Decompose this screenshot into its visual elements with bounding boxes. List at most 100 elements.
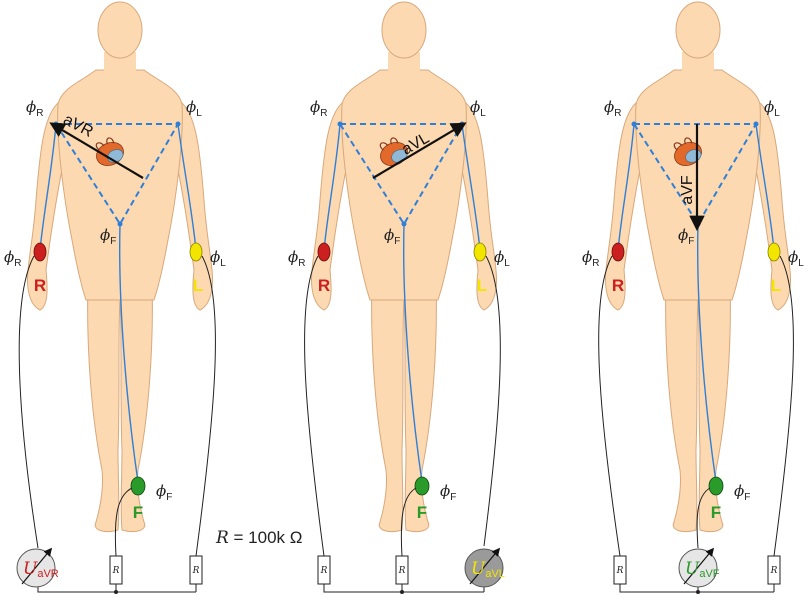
lead-vector-arrow bbox=[49, 122, 144, 179]
left-leg bbox=[665, 279, 699, 533]
phi-l-shoulder: ϕL bbox=[470, 98, 486, 119]
triangle-node bbox=[117, 221, 123, 227]
phi-f-chest: ϕF bbox=[384, 226, 400, 247]
electrode-l-label: L bbox=[193, 276, 203, 295]
right-leg bbox=[119, 279, 153, 533]
electrode-f-label: F bbox=[133, 503, 143, 522]
resistor: R bbox=[189, 555, 203, 585]
left-arm bbox=[177, 99, 213, 311]
electrode-r bbox=[317, 242, 331, 262]
lead-wire-left-arm bbox=[461, 123, 481, 251]
circuit-wire bbox=[598, 255, 621, 557]
lead-wire-right-arm bbox=[323, 123, 341, 251]
lead-wire-left-arm bbox=[755, 123, 775, 251]
resistor: R bbox=[767, 555, 781, 585]
torso bbox=[57, 69, 183, 301]
left-leg bbox=[87, 279, 121, 533]
resistance-note: R = 100k Ω bbox=[215, 528, 302, 548]
lead-wire-right-arm bbox=[617, 123, 635, 251]
triangle-node bbox=[175, 121, 181, 127]
phi-f-foot: ϕF bbox=[156, 482, 172, 503]
resistor-label: R bbox=[770, 566, 778, 576]
phi-r-shoulder: ϕR bbox=[310, 98, 327, 119]
left-arm bbox=[755, 99, 791, 311]
circuit-wire bbox=[114, 487, 133, 557]
circuit-wire bbox=[483, 255, 501, 547]
junction-dot bbox=[696, 590, 700, 594]
phi-f-foot: ϕF bbox=[734, 482, 750, 503]
electrode-f bbox=[414, 476, 430, 496]
electrode-r-label: R bbox=[34, 276, 46, 295]
phi-l-shoulder: ϕL bbox=[764, 98, 780, 119]
junction-dot bbox=[114, 590, 118, 594]
electrode-f bbox=[130, 476, 146, 496]
voltmeter-needle-icon bbox=[21, 547, 53, 585]
circuit-wire bbox=[619, 584, 774, 593]
circuit-wire bbox=[323, 584, 484, 593]
circuit-wire bbox=[400, 487, 417, 557]
electrode-l bbox=[473, 242, 487, 262]
resistor: R bbox=[395, 555, 409, 585]
voltmeter-avl: UaVL bbox=[464, 547, 505, 588]
neck bbox=[388, 52, 420, 74]
triangle-node bbox=[337, 121, 343, 127]
torso bbox=[341, 69, 467, 301]
electrode-l-label: L bbox=[771, 276, 781, 295]
resistor-label: R bbox=[616, 566, 624, 576]
circuit-wire bbox=[696, 487, 711, 549]
resistor-label: R bbox=[398, 566, 406, 576]
einthoven-triangle bbox=[338, 123, 464, 226]
phi-r-shoulder: ϕR bbox=[604, 98, 621, 119]
voltmeter-avf: UaVF bbox=[678, 547, 720, 588]
electrode-r bbox=[33, 242, 47, 262]
triangle-node bbox=[631, 121, 637, 127]
resistor: R bbox=[109, 555, 123, 585]
voltmeter-label: UaVL bbox=[471, 559, 505, 580]
phi-f-chest: ϕF bbox=[100, 226, 116, 247]
head bbox=[675, 1, 721, 59]
einthoven-triangle bbox=[54, 123, 180, 226]
phi-r-wrist: ϕR bbox=[582, 248, 599, 269]
phi-f-foot: ϕF bbox=[440, 482, 456, 503]
electrode-l bbox=[189, 242, 203, 262]
lead-wire-right-arm bbox=[39, 123, 57, 251]
panel-avf: aVF ϕR ϕL ϕF ϕR ϕL ϕF R L F R R UaVF bbox=[582, 1, 804, 594]
lead-vector-arrow bbox=[372, 122, 467, 179]
neck bbox=[682, 52, 714, 74]
electrode-r-label: R bbox=[612, 276, 624, 295]
phi-r-wrist: ϕR bbox=[4, 248, 21, 269]
phi-r-shoulder: ϕR bbox=[26, 98, 43, 119]
circuit-wire bbox=[37, 586, 196, 593]
einthoven-triangle bbox=[632, 123, 758, 226]
triangle-node bbox=[401, 221, 407, 227]
junction-dot bbox=[400, 590, 404, 594]
voltmeter-needle-icon bbox=[683, 547, 715, 585]
phi-f-chest: ϕF bbox=[678, 226, 694, 247]
circuit-wire bbox=[18, 255, 39, 549]
head bbox=[381, 1, 427, 59]
neck bbox=[104, 52, 136, 74]
electrode-f bbox=[708, 476, 724, 496]
resistor: R bbox=[613, 555, 627, 585]
left-leg bbox=[371, 279, 405, 533]
voltmeter-needle-icon bbox=[469, 547, 501, 585]
phi-l-wrist: ϕL bbox=[210, 248, 226, 269]
phi-l-wrist: ϕL bbox=[494, 248, 510, 269]
electrode-r bbox=[611, 242, 625, 262]
resistor-label: R bbox=[112, 566, 120, 576]
lead-wire-left-arm bbox=[177, 123, 197, 251]
resistor-label: R bbox=[320, 566, 328, 576]
phi-l-wrist: ϕL bbox=[788, 248, 804, 269]
head bbox=[97, 1, 143, 59]
electrode-r-label: R bbox=[318, 276, 330, 295]
left-arm bbox=[461, 99, 497, 311]
triangle-node bbox=[753, 121, 759, 127]
lead-vector-label: aVF bbox=[679, 175, 696, 205]
circuit-wire bbox=[304, 255, 325, 557]
right-leg bbox=[403, 279, 437, 533]
right-leg bbox=[697, 279, 731, 533]
circuit-wire bbox=[195, 255, 216, 557]
electrode-f-label: F bbox=[711, 503, 721, 522]
